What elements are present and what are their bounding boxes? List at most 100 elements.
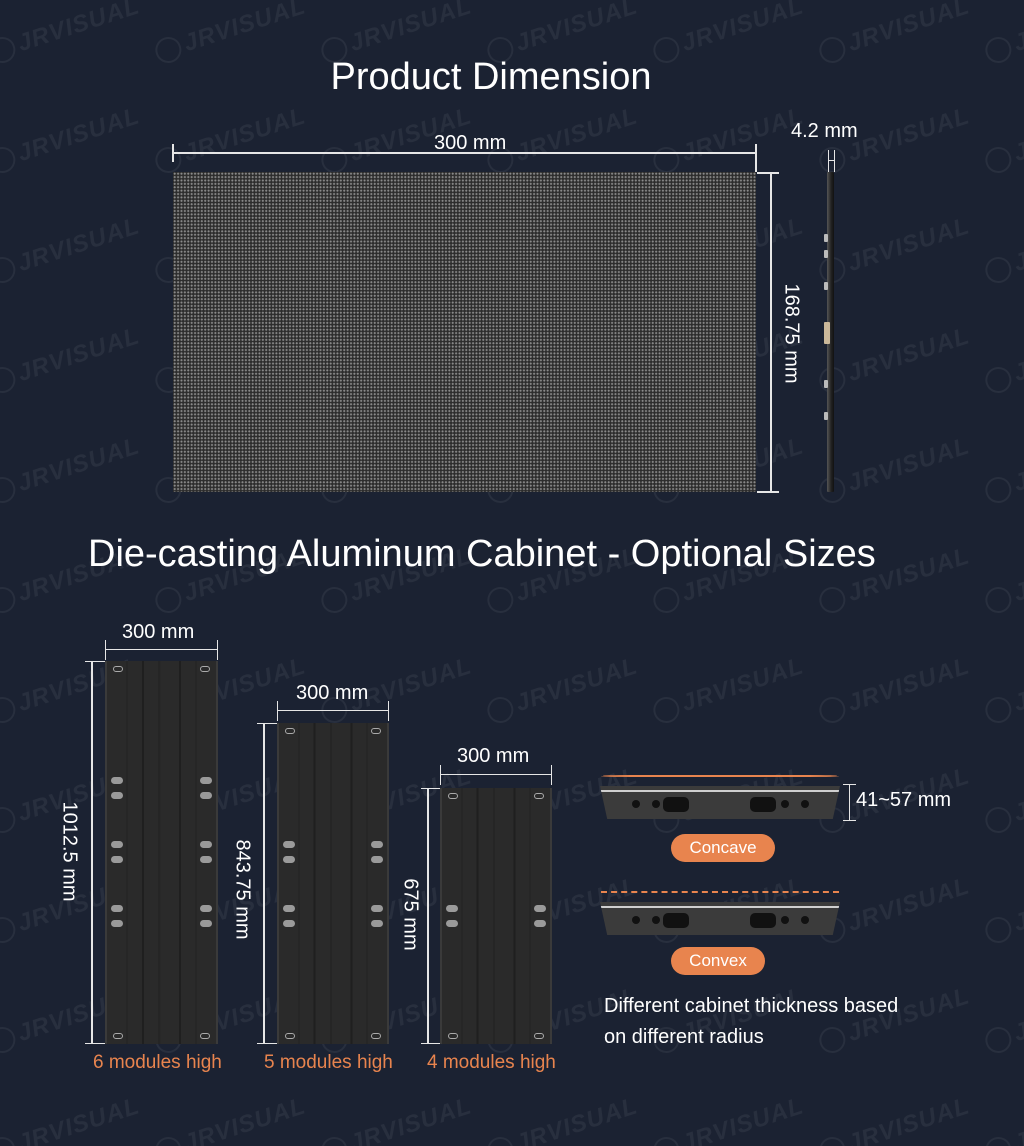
watermark: JRVISUAL	[483, 652, 642, 727]
product-dimension-title: Product Dimension	[330, 56, 652, 98]
cabinet-1-width-label: 300 mm	[122, 621, 195, 643]
jr-logo-icon	[0, 143, 19, 177]
cabinet-5-modules	[277, 723, 389, 1044]
cabinet-3-height-label: 675 mm	[399, 878, 422, 951]
cabinet-2-width-line	[277, 710, 389, 711]
jr-logo-icon	[317, 583, 351, 617]
watermark: JRVISUAL	[981, 542, 1024, 617]
watermark: JRVISUAL	[981, 1092, 1024, 1146]
led-module-front	[173, 172, 756, 492]
height-tick-top	[757, 172, 779, 174]
watermark: JRVISUAL	[317, 1092, 476, 1146]
cabinet-1-height-tick-top	[85, 661, 105, 662]
watermark: JRVISUAL	[151, 102, 310, 177]
concave-badge: Concave	[671, 834, 775, 862]
jr-logo-icon	[0, 473, 19, 507]
jr-logo-icon	[981, 473, 1015, 507]
jr-logo-icon	[815, 693, 849, 727]
jr-logo-icon	[151, 583, 185, 617]
width-tick-left	[172, 144, 174, 162]
thickness-tick-right	[834, 150, 835, 172]
cabinet-3-width-tick-left	[440, 765, 441, 785]
panel-thickness-label: 4.2 mm	[791, 120, 858, 142]
jr-logo-icon	[981, 33, 1015, 67]
cabinet-2-height-tick-bottom	[257, 1043, 277, 1044]
concave-arc-indicator	[601, 775, 839, 777]
jr-logo-icon	[0, 583, 19, 617]
width-tick-right	[755, 144, 757, 172]
jr-logo-icon	[317, 1133, 351, 1146]
cabinet-3-width-tick-right	[551, 765, 552, 785]
watermark: JRVISUAL	[815, 1092, 974, 1146]
thickness-description: Different cabinet thickness based on dif…	[604, 991, 898, 1053]
cabinet-1-width-tick-right	[217, 640, 218, 660]
watermark: JRVISUAL	[0, 212, 143, 287]
jr-logo-icon	[815, 583, 849, 617]
cabinet-6-modules	[105, 661, 218, 1044]
jr-logo-icon	[0, 803, 19, 837]
watermark: JRVISUAL	[981, 102, 1024, 177]
height-tick-bottom	[757, 491, 779, 493]
thickness-tick-bottom	[843, 820, 856, 821]
description-line-1: Different cabinet thickness based	[604, 995, 899, 1017]
cabinet-2-height-line	[263, 723, 265, 1044]
jr-logo-icon	[981, 253, 1015, 287]
watermark: JRVISUAL	[815, 322, 974, 397]
jr-logo-icon	[649, 693, 683, 727]
watermark: JRVISUAL	[0, 1092, 143, 1146]
convex-arc-indicator	[601, 891, 839, 893]
jr-logo-icon	[981, 1023, 1015, 1057]
cabinet-1-height-label: 1012.5 mm	[58, 801, 81, 902]
cabinet-2-height-tick-top	[257, 723, 277, 724]
watermark: JRVISUAL	[815, 652, 974, 727]
watermark: JRVISUAL	[151, 1092, 310, 1146]
panel-width-label: 300 mm	[434, 132, 507, 154]
cabinet-4-modules	[440, 788, 552, 1044]
height-dimension-line	[770, 172, 772, 492]
watermark: JRVISUAL	[649, 1092, 808, 1146]
watermark: JRVISUAL	[815, 872, 974, 947]
watermark: JRVISUAL	[981, 322, 1024, 397]
width-dimension-line	[172, 152, 757, 154]
cabinet-3-width-label: 300 mm	[457, 745, 530, 767]
concave-cabinet-profile	[600, 786, 840, 819]
cabinet-3-width-line	[440, 774, 552, 775]
cabinet-1-height-line	[91, 661, 93, 1044]
jr-logo-icon	[151, 1133, 185, 1146]
thickness-line	[849, 784, 850, 821]
description-line-2: on different radius	[604, 1026, 764, 1048]
jr-logo-icon	[981, 693, 1015, 727]
jr-logo-icon	[981, 913, 1015, 947]
thickness-line	[828, 160, 835, 161]
cabinet-2-width-tick-right	[388, 701, 389, 721]
jr-logo-icon	[483, 1133, 517, 1146]
jr-logo-icon	[0, 1023, 19, 1057]
cabinet-2-width-tick-left	[277, 701, 278, 721]
cabinet-1-width-line	[105, 649, 218, 650]
jr-logo-icon	[981, 803, 1015, 837]
jr-logo-icon	[0, 253, 19, 287]
watermark: JRVISUAL	[815, 212, 974, 287]
cabinet-1-height-tick-bottom	[85, 1043, 105, 1044]
jr-logo-icon	[0, 363, 19, 397]
jr-logo-icon	[649, 1133, 683, 1146]
panel-height-label: 168.75 mm	[780, 283, 803, 384]
cabinet-1-width-tick-left	[105, 640, 106, 660]
thickness-tick-top	[843, 784, 856, 785]
watermark: JRVISUAL	[981, 652, 1024, 727]
thickness-tick-left	[828, 150, 829, 172]
cabinet-thickness-label: 41~57 mm	[856, 789, 952, 811]
cabinet-1-caption: 6 modules high	[93, 1052, 222, 1073]
watermark: JRVISUAL	[815, 432, 974, 507]
convex-cabinet-profile	[600, 902, 840, 935]
watermark: JRVISUAL	[483, 1092, 642, 1146]
jr-logo-icon	[649, 583, 683, 617]
jr-logo-icon	[981, 583, 1015, 617]
watermark: JRVISUAL	[483, 102, 642, 177]
jr-logo-icon	[981, 143, 1015, 177]
watermark: JRVISUAL	[981, 762, 1024, 837]
watermark: JRVISUAL	[981, 872, 1024, 947]
jr-logo-icon	[981, 363, 1015, 397]
cabinet-section-title: Die-casting Aluminum Cabinet - Optional …	[88, 533, 876, 575]
cabinet-3-height-tick-top	[421, 788, 441, 789]
